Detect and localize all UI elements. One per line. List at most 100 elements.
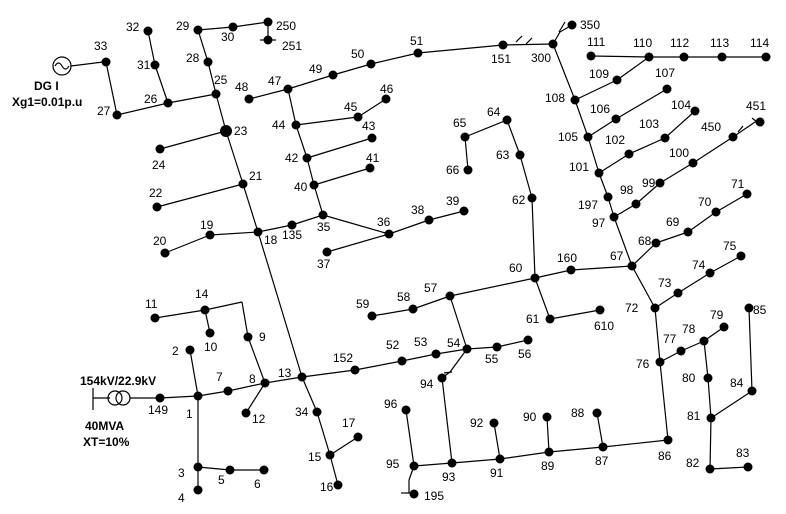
line-38-39 (428, 210, 465, 221)
line-40-41 (313, 167, 371, 186)
bus-node-98 (631, 199, 641, 209)
line-30-250 (232, 21, 269, 28)
bus-label-106: 106 (590, 102, 610, 116)
bus-label-34: 34 (295, 405, 309, 419)
bus-label-160: 160 (557, 251, 577, 265)
bus-label-610: 610 (594, 319, 614, 333)
bus-node-89 (544, 447, 554, 457)
bus-node-114 (761, 52, 771, 62)
bus-label-58: 58 (397, 290, 411, 304)
bus-node-50 (366, 59, 376, 69)
bus-label-195: 195 (424, 489, 444, 503)
bus-node-250 (263, 17, 273, 27)
bus-label-43: 43 (362, 119, 376, 133)
bus-label-49: 49 (309, 62, 323, 76)
line-95-96 (405, 409, 415, 467)
line-44-42 (295, 124, 308, 159)
bus-node-451 (755, 117, 765, 127)
bus-node-113 (717, 52, 727, 62)
bus-node-25 (211, 89, 221, 99)
bus-node-105 (583, 132, 593, 142)
bus-node-58 (408, 304, 418, 314)
line-36-37 (326, 233, 390, 253)
bus-node-73 (673, 288, 683, 298)
bus-label-7: 7 (216, 370, 223, 384)
bus-label-1: 1 (186, 407, 193, 421)
bus-node-160 (566, 265, 576, 275)
bus-node-610 (595, 305, 605, 315)
line-105-106 (587, 118, 617, 138)
bus-node-30 (228, 22, 238, 32)
bus-label-25: 25 (214, 73, 228, 87)
bus-label-71: 71 (731, 177, 745, 191)
bus-node-62 (527, 193, 537, 203)
bus-label-100: 100 (669, 146, 689, 160)
line-98-99 (635, 182, 661, 205)
bus-label-17: 17 (342, 416, 356, 430)
bus-label-62: 62 (512, 193, 526, 207)
line-82-83 (709, 466, 749, 470)
line-7-8 (227, 382, 266, 392)
bus-node-77 (676, 346, 686, 356)
bus-node-108 (570, 95, 580, 105)
line-103-104 (664, 110, 696, 139)
bus-node-59 (367, 311, 377, 321)
line-53-54 (435, 348, 468, 355)
bus-node-55 (492, 342, 502, 352)
bus-label-40: 40 (294, 180, 308, 194)
line-52-53 (401, 353, 437, 362)
line-26-31 (154, 64, 169, 104)
bus-label-152: 152 (333, 351, 353, 365)
bus-node-75 (736, 251, 746, 261)
bus-node-92 (489, 418, 499, 428)
bus-label-84: 84 (730, 376, 744, 390)
dg-name: DG I (34, 79, 59, 93)
bus-label-11: 11 (145, 297, 158, 311)
bus-node-450 (728, 132, 738, 142)
bus-node-103 (660, 133, 670, 143)
line-j14-14 (204, 301, 243, 311)
bus-label-61: 61 (526, 312, 540, 326)
line-14-11 (154, 309, 206, 319)
line-106-107 (615, 88, 668, 120)
bus-label-27: 27 (97, 104, 111, 118)
bus-node-94 (437, 373, 447, 383)
line-84-85 (748, 307, 753, 392)
bus-label-149: 149 (148, 403, 168, 417)
line-29-30 (197, 26, 234, 31)
bus-label-92: 92 (470, 416, 484, 430)
line-61-610 (549, 309, 601, 320)
bus-node-39 (459, 206, 469, 216)
bus-label-56: 56 (518, 347, 532, 361)
bus-node-107 (662, 84, 672, 94)
bus-label-52: 52 (386, 338, 400, 352)
bus-label-46: 46 (380, 82, 394, 96)
dg-symbol (52, 56, 104, 76)
bus-label-109: 109 (589, 67, 609, 81)
bus-label-105: 105 (558, 130, 578, 144)
line-99-100 (659, 162, 694, 184)
bus-node-104 (690, 106, 700, 116)
bus-node-8 (260, 378, 270, 388)
line-60-62 (531, 197, 536, 279)
bus-node-67 (627, 261, 637, 271)
line-450-x451 (732, 119, 759, 138)
bus-node-70 (711, 207, 721, 217)
bus-label-16: 16 (320, 480, 334, 494)
bus-node-68 (651, 238, 661, 248)
line-91-89 (499, 451, 550, 460)
line-42-40 (306, 157, 315, 186)
bus-node-112 (679, 52, 689, 62)
bus-label-63: 63 (496, 148, 510, 162)
bus-label-5: 5 (218, 473, 225, 487)
bus-label-72: 72 (625, 301, 639, 315)
bus-label-101: 101 (569, 160, 589, 174)
line-80-81 (707, 377, 712, 419)
bus-node-72 (650, 303, 660, 313)
bus-label-104: 104 (671, 98, 691, 112)
line-18-21 (242, 183, 259, 233)
bus-label-77: 77 (663, 332, 677, 346)
line-89-87 (548, 446, 604, 453)
bus-node-60 (530, 273, 540, 283)
line-60-61 (534, 277, 551, 320)
